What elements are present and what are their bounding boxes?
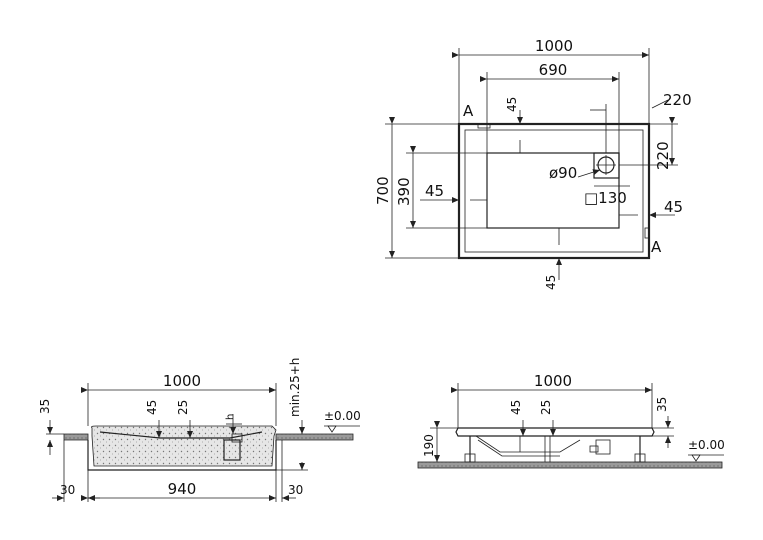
section-dim-left-flange: 30 [60,483,75,497]
dim-edge-left: 45 [425,182,444,200]
dim-drain-diameter: ø90 [549,164,577,182]
section-dim-h: h [225,414,236,420]
side-view: 1000 45 25 35 190 ±0.00 [417,372,725,469]
dim-drain-box: □130 [584,189,627,207]
dim-edge-top: 45 [505,97,519,112]
section-dim-height: 35 [38,399,52,414]
dim-edge-bottom: 45 [544,275,558,290]
side-dim-edge: 45 [509,400,523,415]
side-dim-total-width: 1000 [534,372,572,390]
section-dim-slope: 25 [176,400,190,415]
section-dim-level: ±0.00 [324,409,361,423]
section-dim-inner-width: 940 [168,480,197,498]
side-dim-total-height: 190 [422,434,436,457]
side-floor [417,461,723,469]
section-dim-total-width: 1000 [163,372,201,390]
top-view: 1000 690 45 220 220 700 390 4 [374,37,692,290]
tray-outline [457,122,651,260]
dim-total-width: 1000 [535,37,573,55]
dim-edge-right: 45 [664,198,683,216]
side-dim-slope: 25 [539,400,553,415]
dim-drain-offset: 220 [654,141,672,170]
dim-inner-width: 690 [539,61,568,79]
dim-right-offset: 220 [663,91,692,109]
section-label-a-bottom: A [651,238,662,256]
tray-section [91,425,277,467]
dim-inner-depth: 390 [395,177,413,206]
tray-inner-rim [464,129,644,253]
tray-floor [486,152,620,229]
dim-total-depth: 700 [374,176,392,205]
section-view: 1000 35 45 25 h min.25+h ±0.00 [38,358,361,502]
drain-box [593,152,620,179]
side-dim-level: ±0.00 [688,438,725,452]
section-dim-right-flange: 30 [288,483,303,497]
section-label-a-top: A [463,102,474,120]
section-dim-min: min.25+h [288,358,302,417]
section-dim-edge: 45 [145,400,159,415]
side-dim-height: 35 [655,397,669,412]
